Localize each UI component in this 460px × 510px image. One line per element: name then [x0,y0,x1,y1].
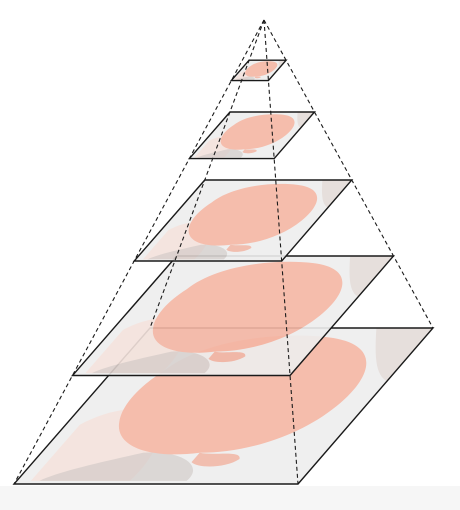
pyramid-edge-right [263,19,434,329]
pyramid-level-2 [187,111,317,160]
level-outline [187,111,317,160]
pyramid-edge-front [263,19,299,485]
level-image [134,179,352,262]
pyramid-level-1 [229,59,288,82]
bottom-band [0,486,460,510]
pyramid-level-3 [132,179,354,262]
pyramid-edge-left [13,19,265,485]
pyramid-edge-back [149,19,265,329]
pyramid-edges [13,19,434,485]
pyramid-levels [12,59,435,485]
level-image [189,111,315,159]
